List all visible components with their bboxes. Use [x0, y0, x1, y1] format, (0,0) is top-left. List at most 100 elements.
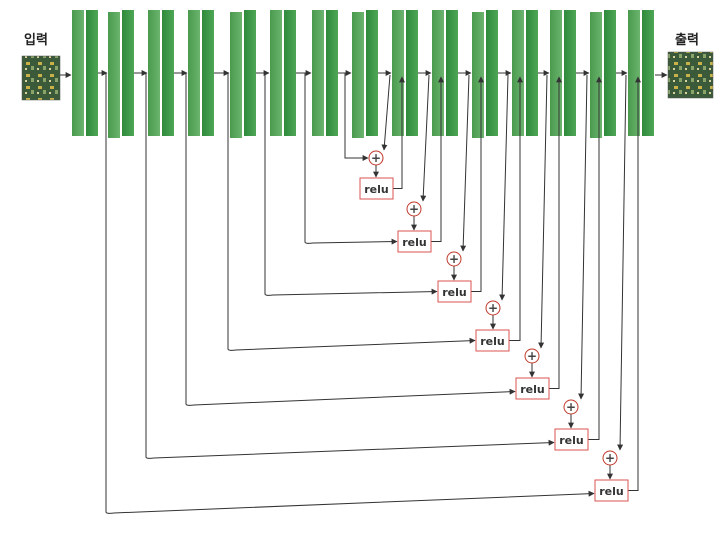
conv-layer-bar — [352, 12, 364, 138]
conv-layer-bar — [312, 10, 324, 136]
relu-output-line — [393, 76, 405, 189]
decoder-feature-line — [460, 74, 470, 252]
plus-symbol: + — [605, 451, 615, 465]
skip-connection-line — [304, 73, 398, 245]
conv-layer-bar — [392, 10, 404, 136]
skip-connection-line — [185, 73, 516, 406]
relu-box — [475, 329, 510, 352]
layer-pair — [628, 10, 654, 136]
conv-layer-bar — [188, 10, 200, 136]
relu-box — [359, 177, 394, 200]
relu-output-line — [549, 76, 562, 389]
conv-layer-bar — [72, 10, 84, 136]
layer-pair — [472, 10, 498, 138]
add-node-icon — [563, 399, 579, 415]
conv-layer-bar — [432, 10, 444, 136]
add-node-icon — [602, 450, 618, 466]
conv-layer-bar — [526, 10, 538, 136]
add-node-icon — [524, 348, 540, 364]
skip-connection-line — [227, 73, 476, 351]
relu-label: relu — [442, 286, 467, 299]
skip-connection-line — [344, 73, 369, 161]
decoder-feature-line — [617, 74, 627, 451]
conv-layer-bar — [366, 10, 378, 136]
layer-pair — [432, 10, 458, 136]
layer-pair — [550, 10, 576, 136]
layer-pair — [270, 10, 296, 136]
relu-output-line — [588, 76, 602, 440]
skip-connections — [105, 73, 641, 514]
conv-layer-bar — [202, 10, 214, 136]
relu-label: relu — [364, 183, 389, 196]
conv-layer-bar — [244, 10, 256, 136]
conv-layer-bar — [122, 10, 134, 136]
conv-layer-bar — [230, 12, 242, 138]
conv-layer-bar — [86, 10, 98, 136]
conv-layer-bar — [642, 10, 654, 136]
plus-symbol: + — [449, 252, 459, 266]
relu-label: relu — [402, 236, 427, 249]
relu-box — [515, 377, 550, 400]
conv-layer-bar — [604, 10, 616, 136]
skip-connection-line — [145, 73, 555, 459]
add-node-icon — [485, 300, 501, 316]
decoder-feature-line — [538, 74, 548, 349]
conv-layer-bar — [446, 10, 458, 136]
relu-output-line — [471, 76, 484, 292]
skip-connection-line — [264, 73, 438, 296]
relu-output-line — [431, 76, 444, 242]
add-node-icon — [446, 251, 462, 267]
conv-layer-bar — [326, 10, 338, 136]
plus-symbol: + — [488, 301, 498, 315]
layer-pair — [148, 10, 174, 136]
merge-blocks: + relu + relu + relu + relu + relu + relu + relu — [359, 150, 629, 502]
layer-stack — [72, 10, 654, 138]
plus-symbol: + — [566, 400, 576, 414]
conv-layer-bar — [564, 10, 576, 136]
layer-pair — [188, 10, 214, 136]
conv-layer-bar — [628, 10, 640, 136]
decoder-feature-line — [499, 74, 509, 301]
conv-layer-bar — [148, 10, 160, 136]
conv-layer-bar — [512, 10, 524, 136]
input-image — [21, 55, 61, 101]
conv-layer-bar — [406, 10, 418, 136]
input-label: 입력 — [24, 33, 48, 48]
add-node-icon — [406, 201, 422, 217]
relu-output-line — [628, 76, 641, 491]
conv-layer-bar — [108, 12, 120, 138]
layer-pair — [512, 10, 538, 136]
conv-layer-bar — [550, 10, 562, 136]
layer-pair — [590, 10, 616, 138]
output-label: 출력 — [675, 32, 699, 48]
relu-box — [437, 280, 472, 303]
layer-pair — [392, 10, 418, 136]
layer-pair — [72, 10, 98, 136]
skip-connection-line — [105, 73, 595, 514]
plus-symbol: + — [409, 202, 419, 216]
decoder-feature-line — [381, 74, 391, 151]
add-node-icon — [368, 150, 384, 166]
conv-layer-bar — [472, 12, 484, 138]
layer-pair — [312, 10, 338, 136]
plus-symbol: + — [527, 349, 537, 363]
relu-box — [397, 230, 432, 253]
layer-pair — [352, 10, 378, 138]
relu-label: relu — [559, 434, 584, 447]
relu-box — [594, 479, 629, 502]
plus-symbol: + — [371, 151, 381, 165]
output-image — [667, 51, 714, 99]
relu-box — [554, 428, 589, 451]
layer-pair — [230, 10, 256, 138]
relu-label: relu — [520, 383, 545, 396]
conv-layer-bar — [590, 12, 602, 138]
conv-layer-bar — [486, 10, 498, 136]
conv-layer-bar — [270, 10, 282, 136]
decoder-feature-line — [578, 74, 588, 400]
relu-label: relu — [599, 485, 624, 498]
decoder-feature-line — [420, 74, 430, 202]
layer-pair — [108, 10, 134, 138]
relu-output-line — [509, 76, 523, 341]
relu-label: relu — [480, 335, 505, 348]
